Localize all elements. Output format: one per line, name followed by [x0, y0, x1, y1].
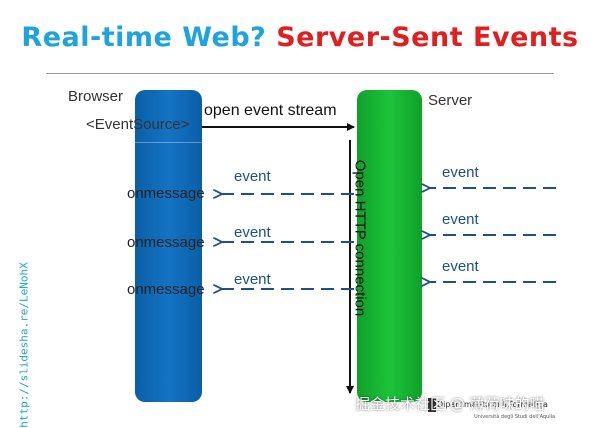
left-event-label-3: event: [234, 271, 271, 288]
title-part-2: Server-Sent Events: [276, 22, 579, 53]
title-divider: [46, 73, 554, 74]
onmessage-label-1: onmessage: [127, 185, 205, 202]
browser-label: Browser: [68, 88, 124, 105]
browser-pillar-band: [135, 142, 202, 143]
logo-text: Dipartimento di Informatica: [437, 400, 548, 409]
server-label: Server: [428, 92, 473, 109]
left-event-label-2: event: [234, 224, 271, 241]
watermark: 掘金技术社区 @ 薄荷味的喵: [355, 395, 545, 413]
page-title: Real-time Web? Server-Sent Events: [0, 22, 600, 53]
open-stream-label: open event stream: [204, 102, 337, 119]
right-event-label-1: event: [442, 164, 479, 181]
logo-mark: [428, 398, 436, 412]
logo-subtext: Università degli Studi dell'Aquila: [474, 414, 556, 420]
onmessage-label-3: onmessage: [127, 281, 205, 298]
left-event-label-1: event: [234, 168, 271, 185]
credit-link[interactable]: http://slidesha.re/LeNohX: [17, 262, 31, 428]
onmessage-label-2: onmessage: [127, 234, 205, 251]
browser-pillar: [135, 90, 202, 402]
right-event-label-3: event: [442, 258, 479, 275]
server-pillar: [357, 90, 422, 402]
title-part-1: Real-time Web?: [21, 22, 267, 53]
event-source-label: <EventSource>: [86, 116, 190, 133]
right-event-label-2: event: [442, 211, 479, 228]
